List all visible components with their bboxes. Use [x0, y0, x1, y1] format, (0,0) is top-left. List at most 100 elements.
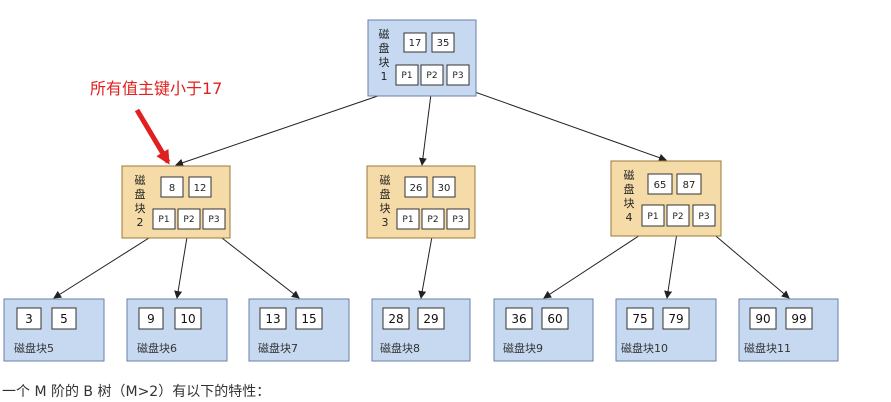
- key-cell: [51, 307, 77, 330]
- pointer-label: P3: [698, 212, 709, 222]
- pointer-label: P1: [402, 215, 413, 225]
- leaf-block-11: 90 99 磁盘块11: [738, 298, 839, 362]
- edge-b2-leaf6: [174, 230, 189, 299]
- key-value: 17: [409, 38, 422, 49]
- key-cell: [676, 173, 702, 195]
- edge-b4-leaf11: [703, 225, 790, 299]
- leaf-label: 磁盘块7: [258, 341, 298, 355]
- key-cell: [259, 307, 287, 330]
- key-cell: [160, 176, 184, 198]
- key-cell: [432, 176, 456, 198]
- block-4-title-char: 盘: [624, 182, 635, 196]
- pointer-label: P3: [452, 71, 463, 81]
- key-cell: [505, 307, 533, 330]
- leaf-label: 磁盘块8: [380, 341, 420, 355]
- block-2-title-char: 2: [137, 216, 144, 229]
- edge-root-b2: [175, 85, 408, 167]
- key-value: 29: [423, 312, 438, 326]
- pointer-cell: [641, 204, 665, 227]
- key-cell: [431, 32, 455, 53]
- pointer-label: P2: [672, 212, 683, 222]
- disk-block-4: 磁 盘 块 4 65 87 P1 P2 P3: [610, 160, 722, 237]
- block-2-title-char: 块: [135, 202, 146, 215]
- block-1-title-char: 块: [379, 56, 390, 69]
- disk-block-1: 磁 盘 块 1 17 35 P1 P2 P3: [367, 19, 477, 97]
- pointer-label: P3: [452, 215, 463, 225]
- leaf-block-9: 36 60 磁盘块9: [493, 298, 594, 362]
- pointer-label: P2: [427, 215, 438, 225]
- block-2-title-char: 磁: [135, 174, 146, 187]
- annotation-text: 所有值主键小于17: [90, 79, 222, 98]
- edge-root-b3: [418, 85, 433, 166]
- edge-b2-leaf7: [212, 230, 300, 299]
- key-value: 9: [147, 312, 155, 326]
- key-value: 30: [438, 183, 451, 194]
- block-3-title-char: 3: [382, 216, 389, 229]
- key-cell: [749, 307, 777, 330]
- pointer-cell: [446, 64, 470, 86]
- key-value: 3: [25, 312, 33, 326]
- key-value: 15: [301, 312, 316, 326]
- pointer-cell: [202, 208, 226, 230]
- key-cell: [417, 307, 445, 330]
- key-value: 28: [388, 312, 403, 326]
- block-3-title-char: 磁: [380, 174, 391, 187]
- edge-b3-leaf8: [418, 230, 434, 299]
- edges: [53, 85, 790, 299]
- key-cell: [785, 307, 813, 330]
- pointer-cell: [692, 204, 716, 227]
- edge-b4-leaf9: [543, 225, 655, 299]
- pointer-cell: [666, 204, 690, 227]
- key-value: 87: [683, 180, 696, 191]
- key-cell: [541, 307, 569, 330]
- edge-root-b4: [457, 85, 667, 162]
- block-3-title-char: 盘: [380, 187, 391, 201]
- disk-block-2: 磁 盘 块 2 8 12 P1 P2 P3: [121, 165, 231, 239]
- pointer-label: P1: [647, 212, 658, 222]
- key-value: 79: [668, 312, 683, 326]
- key-cell: [16, 307, 42, 330]
- red-arrow: [134, 108, 171, 165]
- pointer-cell: [152, 208, 176, 230]
- key-value: 75: [632, 312, 647, 326]
- leaf-block-6: 9 10 磁盘块6: [126, 298, 228, 362]
- key-value: 65: [654, 180, 667, 191]
- pointer-label: P1: [401, 71, 412, 81]
- key-value: 13: [265, 312, 280, 326]
- leaf-block-7: 13 15 磁盘块7: [248, 298, 350, 362]
- pointer-label: P1: [158, 215, 169, 225]
- block-4-title-char: 磁: [624, 169, 635, 182]
- leaf-block-5: 3 5 磁盘块5: [3, 298, 105, 362]
- block-3-title-char: 块: [380, 202, 391, 215]
- annotation: 所有值主键小于17: [90, 79, 222, 165]
- key-value: 5: [60, 312, 68, 326]
- block-4-title-char: 块: [624, 197, 635, 210]
- caption-text: 一个 M 阶的 B 树（M>2）有以下的特性：: [2, 384, 271, 400]
- key-value: 60: [547, 312, 562, 326]
- leaf-block-10: 75 79 磁盘块10: [615, 298, 717, 362]
- key-cell: [647, 173, 673, 195]
- key-cell: [404, 176, 428, 198]
- key-cell: [295, 307, 323, 330]
- pointer-cell: [177, 208, 201, 230]
- key-value: 26: [410, 183, 423, 194]
- block-1-title-char: 磁: [379, 28, 390, 41]
- edge-b2-leaf5: [53, 230, 161, 299]
- leaf-label: 磁盘块9: [503, 341, 543, 355]
- pointer-label: P2: [426, 71, 437, 81]
- leaf-label: 磁盘块6: [137, 341, 177, 355]
- key-value: 99: [791, 312, 806, 326]
- pointer-cell: [396, 208, 420, 230]
- leaf-label: 磁盘块11: [744, 341, 791, 355]
- pointer-cell: [395, 64, 419, 86]
- leaf-label: 磁盘块10: [621, 341, 668, 355]
- block-2-title-char: 盘: [135, 187, 146, 201]
- block-4-title-char: 4: [626, 211, 633, 224]
- key-value: 10: [180, 312, 195, 326]
- key-value: 36: [511, 312, 526, 326]
- disk-block-3: 磁 盘 块 3 26 30 P1 P2 P3: [366, 165, 476, 239]
- key-cell: [382, 307, 410, 330]
- block-1-title-char: 1: [381, 70, 388, 83]
- key-cell: [403, 32, 427, 53]
- block-1-title-char: 盘: [379, 41, 390, 55]
